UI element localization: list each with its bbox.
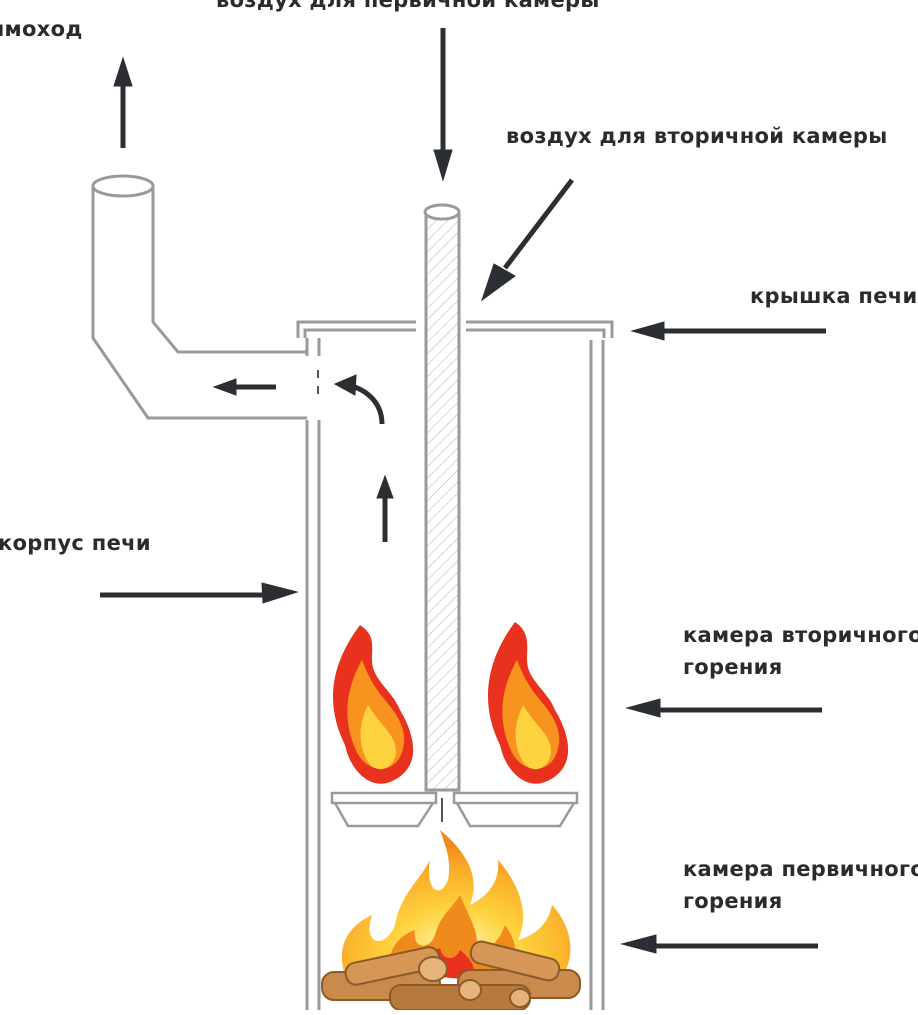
firewood-logs [321, 940, 581, 1011]
label-air-secondary: воздух для вторичной камеры [506, 124, 888, 148]
stove-lid [296, 320, 614, 338]
chimney-pipe [91, 174, 307, 420]
label-lid: крышка печи [750, 284, 918, 308]
label-secondary-chamber-line2: горения [683, 655, 783, 679]
air-tube [423, 203, 461, 792]
secondary-flame-right [488, 622, 569, 784]
secondary-flame-left [333, 625, 414, 784]
stove-body [305, 338, 605, 1010]
label-primary-chamber-line2: горения [683, 889, 783, 913]
label-arrows [100, 28, 826, 954]
air-secondary-arrow [503, 178, 574, 270]
label-secondary-chamber-line1: камера вторичного [683, 623, 918, 647]
label-body: корпус печи [0, 531, 151, 555]
gas-flow-arrows [212, 370, 394, 542]
label-air-primary: воздух для первичной камеры [216, 0, 600, 12]
grate-right [452, 791, 579, 828]
label-primary-chamber-line1: камера первичного [683, 857, 918, 881]
grate-left [330, 791, 438, 828]
label-chimney: дымоход [0, 17, 83, 41]
